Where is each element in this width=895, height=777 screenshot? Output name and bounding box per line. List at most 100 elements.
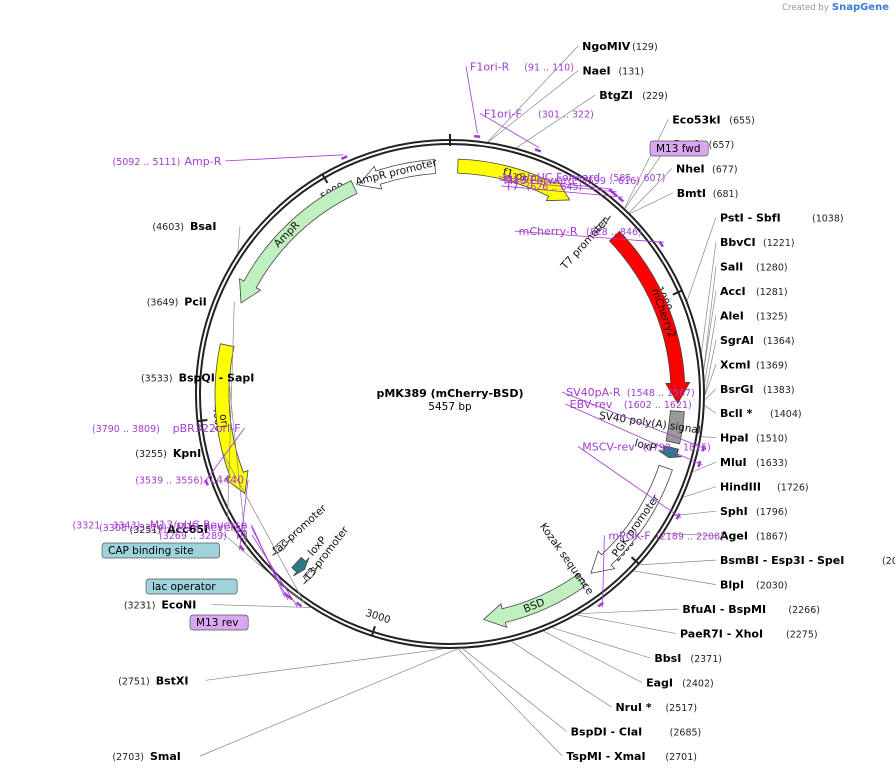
box-background [145,578,238,595]
site-leader [704,388,717,400]
site-position: (3255) [135,449,167,460]
box-label: lac operator [152,581,216,593]
site-position: (2371) [690,654,722,665]
site-name: BsaI [190,220,216,233]
site-leader [703,290,717,370]
site-leader [629,192,673,214]
credit-text: Created by [782,2,829,13]
site-name: AleI [720,309,744,322]
site-position: (657) [709,140,735,151]
site-position: (3231) [124,601,156,612]
credit: Created by SnapGene [782,2,889,13]
tick-mark [197,419,208,423]
primer-mark [534,148,542,153]
primer-name: EBV-rev [570,398,613,411]
primer-name: T7 [504,180,519,193]
site-leader [639,559,717,566]
primer-position: (828 .. 846) [586,227,642,238]
site-name: XcmI [720,358,751,371]
site-bcli: BclI *(1404) [704,405,802,420]
site-acci: AccI(1281) [703,285,788,370]
site-position: (677) [712,164,738,175]
site-leader [577,614,677,634]
primer-position: (3269 .. 3289) [159,531,227,542]
site-name: TspMI - XmaI [566,750,645,763]
site-bsai: (4603)BsaI [152,220,241,253]
primer-mark [239,544,245,552]
site-leader [227,301,235,519]
site-position: (1369) [756,360,788,371]
primer-mpgk-f: mPGK-F(2189 .. 2208) [597,529,724,608]
site-xcmi: XcmI (1369) [704,358,788,396]
box-cap-binding-site: CAP binding site [101,542,220,559]
site-leader [199,648,458,757]
primer-f1ori-r: F1ori-R(91 .. 110) [465,60,574,139]
primer-name: SV40pA-R [566,386,621,399]
primer-amp-r: Amp-R(5092 .. 5111) [112,154,348,168]
site-bmti: BmtI(681) [629,187,738,214]
site-position: (1510) [756,434,788,445]
site-leader [624,119,669,209]
feature-shape [658,445,682,459]
primer-position: (91 .. 110) [524,62,574,73]
site-name: SphI [720,505,748,518]
primer-mark [611,191,618,198]
site-leader [703,266,717,370]
site-btgzi: BtgZI(229) [516,89,668,149]
site-position: (2402) [682,679,714,690]
site-position: (1325) [756,311,788,322]
feature-label: AmpR [272,219,303,250]
site-name: AgeI [720,530,748,543]
site-leader [551,627,651,659]
site-leader [686,217,717,301]
site-leader [628,168,673,213]
site-name: Eco53kI [672,113,720,126]
primer-leader [479,112,540,148]
site-position: (655) [729,115,755,126]
site-ngomiv: NgoMIV(129) [487,40,658,143]
primer-leader [577,446,682,519]
primer-m13-reverse: M13 Reverse(3308 .. 3324) [99,521,293,601]
feature-shape [482,574,585,628]
site-name: MluI [720,456,747,469]
site-leader [701,436,717,439]
box-background [101,542,220,559]
site-smai: (2703)SmaI [112,648,458,763]
site-agei: AgeI(1867) [663,530,788,543]
primer-name: M13/pUC Reverse [150,518,248,531]
site-leader [205,648,444,681]
feature-ori: ori [214,343,249,495]
site-position: (131) [618,66,644,77]
site-sali: SalI(1280) [703,260,788,370]
site-bspdi-clai: BspDI - ClaI(2685) [462,648,702,739]
primer-leader [561,391,707,450]
site-bsrgi: BsrGI(1383) [704,383,795,400]
site-eagi: EagI(2402) [543,630,714,690]
primer-m13-puc-reverse: M13/pUC Reverse(3321 .. 3343) [72,518,290,598]
site-position: (1404) [770,409,802,420]
primer-mark [283,592,290,598]
site-pcii: (3649)PciI [147,296,235,519]
site-mlui: MluI(1633) [692,456,788,472]
site-leader [516,94,596,149]
site-leader [487,45,579,143]
site-position: (2685) [670,728,702,739]
feature-loxp: loxP [633,437,682,459]
site-kpni: (3255)KpnI [135,447,306,604]
primer-ebv-rev: EBV-rev(1602 .. 1621) [565,398,703,468]
primer-name: T3 [233,529,248,542]
primer-name: Amp-R [185,155,222,168]
site-leader [674,510,717,516]
primer-leader [225,154,344,162]
site-leader [222,452,306,604]
primer-sv40pa-r: SV40pA-R(1548 .. 1567) [561,386,707,452]
primer-position: (301 .. 322) [538,109,594,120]
primer-mark [204,479,209,486]
feature-shape [665,410,685,445]
site-leader [704,405,717,414]
site-hindiii: HindIII(1726) [683,481,809,498]
site-name: BbvCI [720,236,756,249]
primer-position: (1792 .. 1815) [643,443,711,454]
tick-mark [630,556,640,565]
